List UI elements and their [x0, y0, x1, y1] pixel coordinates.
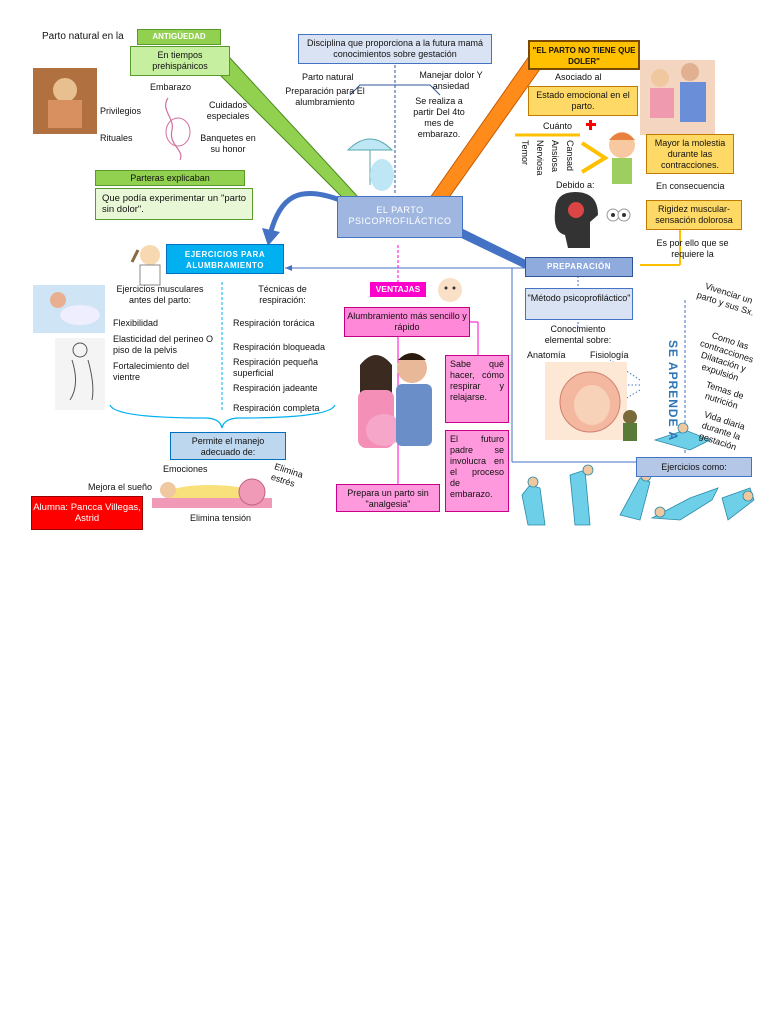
manejar-dolor-item: Manejar dolor Y ansiedad [419, 70, 483, 91]
analgesia-box: Prepara un parto sin "analgesia" [336, 484, 440, 512]
rigidez-box: Rigidez muscular-sensación dolorosa [646, 200, 742, 230]
curved-arrow [267, 190, 341, 236]
consecuencia-label: En consecuencia [656, 181, 725, 191]
cansada-label: Cansad [565, 140, 575, 172]
estado-emocional-box: Estado emocional en el parto. [528, 86, 638, 116]
flexibilidad-item: Flexibilidad [113, 318, 159, 328]
elimina-tension-label: Elimina tensión [190, 513, 252, 523]
pregnant-outline-icon [165, 97, 182, 161]
permite-box: Permite el manejo adecuado de: [170, 432, 286, 460]
connectors-layer [33, 54, 755, 526]
cuanto-label: Cuánto [543, 121, 573, 131]
ejercicios-title: EJERCICIOS PARA ALUMBRAMIENTO [166, 244, 284, 274]
blue-connector [455, 225, 530, 270]
rituales-label: Rituales [100, 133, 133, 143]
embarazo-label: Embarazo [150, 82, 192, 92]
alumna-box: Alumna: Pancca Villegas, Astrid [31, 496, 143, 530]
por-ello-label: Es por ello que se requiere la [656, 238, 729, 259]
parto-natural-label: Parto natural en la [42, 31, 124, 42]
parteras-box: Parteras explicaban [95, 170, 245, 186]
ejercicios-musculares-label: Ejercicios musculares antes del parto: [116, 284, 204, 305]
umbrella-woman-icon [346, 138, 394, 151]
se-aprende-label: SE APRENDE A [666, 340, 680, 442]
cuidados-label: Cuidados especiales [206, 100, 250, 121]
sabe-box: Sabe qué hacer, cómo respirar y relajars… [445, 355, 509, 423]
yoga-figures-image [521, 422, 755, 526]
respiracion-2: Respiración bloqueada [233, 342, 326, 352]
squat-sketch-image [55, 338, 105, 410]
se-realiza-item: Se realiza a partir Del 4to mes de embar… [413, 96, 465, 139]
no-doler-box: "EL PARTO NO TIENE QUE DOLER" [528, 40, 640, 70]
futuro-padre-box: El futuro padre se involucra en el proce… [445, 430, 509, 512]
antiguedad-title: ANTIGÜEDAD [137, 29, 221, 45]
tecnicas-label: Técnicas de respiración: [258, 284, 307, 305]
head-brain-icon [554, 192, 598, 248]
mayor-molestia-box: Mayor la molestia durante las contraccio… [646, 134, 734, 174]
center-title: EL PARTO PSICOPROFILÁCTICO [337, 196, 463, 238]
relaxing-woman-image [152, 478, 272, 508]
banquetes-label: Banquetes en su honor [200, 133, 256, 154]
debido-label: Debido a: [556, 180, 595, 190]
asociado-label: Asociado al [555, 72, 602, 82]
respiracion-5: Respiración completa [233, 403, 320, 413]
tiempos-prehispanicos-box: En tiempos prehispánicos [130, 46, 230, 76]
preparacion-title: PREPARACIÓN [525, 257, 633, 277]
arrow-head [262, 228, 280, 246]
metodo-box: "Método psicoprofiláctico" [525, 288, 633, 320]
fortalecimiento-item: Fortalecimiento del vientre [113, 361, 190, 382]
respiracion-4: Respiración jadeante [233, 383, 318, 393]
respiracion-3: Respiración pequeña superficial [233, 357, 319, 378]
temor-label: Temor [520, 140, 530, 166]
orange-chevron [580, 141, 609, 174]
fisiologia-label: Fisiología [590, 350, 629, 360]
mejora-sueno-label: Mejora el sueño [88, 482, 153, 492]
ejercicios-como-box: Ejercicios como: [636, 457, 752, 477]
baby-icon [438, 278, 462, 302]
privilegios-label: Privilegios [100, 106, 142, 116]
emociones-label: Emociones [163, 464, 208, 474]
soldier-icon [623, 410, 637, 424]
doctor-icon [140, 245, 160, 265]
nerviosa-label: Nerviosa [535, 140, 545, 176]
couple-image [358, 353, 432, 448]
elasticidad-item: Elasticidad del perineo O piso de la pel… [113, 334, 214, 355]
parto-natural-item: Parto natural [302, 72, 354, 82]
anatomia-label: Anatomía [527, 350, 566, 360]
preparacion-alumbramiento-item: Preparación para El alumbramiento [285, 86, 365, 107]
ansiosa-label: Ansiosa [550, 140, 560, 173]
alumbramiento-box: Alumbramiento más sencillo y rápido [344, 307, 470, 337]
respiracion-1: Respiración torácica [233, 318, 315, 328]
ventajas-title: VENTAJAS [370, 282, 426, 297]
disciplina-box: Disciplina que proporciona a la futura m… [298, 34, 492, 64]
parto-sin-dolor-box: Que podía experimentar un "parto sin dol… [95, 188, 253, 220]
conocimiento-label: Conocimiento elemental sobre: [544, 324, 612, 345]
